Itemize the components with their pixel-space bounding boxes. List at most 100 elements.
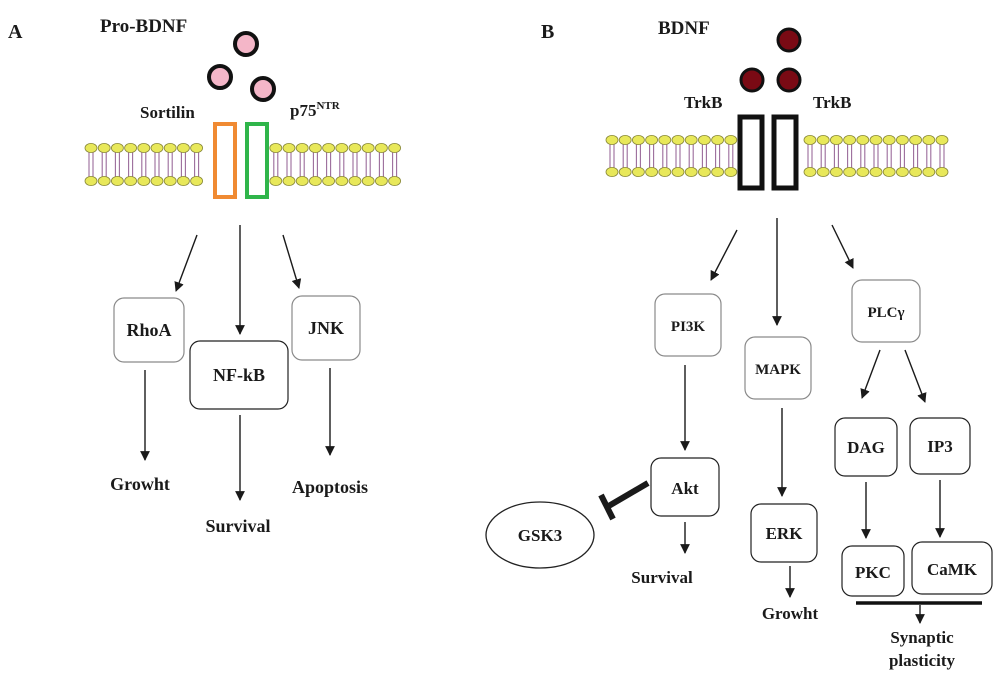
pro-bdnf-label: Pro-BDNF — [100, 16, 187, 37]
pi3k-label: PI3K — [671, 319, 706, 335]
bdnf-ligand — [776, 67, 802, 93]
lipid-head — [909, 166, 922, 177]
lipid-head — [843, 166, 856, 177]
lipid-head — [111, 175, 124, 186]
lipid-head — [176, 142, 190, 153]
plcg-label: PLCγ — [867, 305, 904, 321]
lipid-head — [137, 142, 151, 153]
dag-box — [834, 417, 898, 477]
dag-label: DAG — [847, 438, 885, 457]
lipid-head — [698, 134, 711, 145]
p75-receptor — [245, 122, 269, 199]
arrow-to-dag — [860, 349, 881, 399]
lipid-head — [282, 142, 296, 153]
lipid-head — [190, 142, 204, 153]
lipid-head — [388, 175, 402, 186]
pkc-box — [841, 545, 905, 597]
lipid-head — [322, 142, 336, 153]
nfkb-label: NF-kB — [213, 365, 265, 385]
growth-outcome-a: Growht — [110, 474, 170, 494]
lipid-head — [645, 166, 658, 177]
bdnf-ligands — [739, 27, 802, 93]
synaptic-outcome-line2: plasticity — [889, 651, 956, 670]
inhibition-line — [605, 480, 650, 510]
synaptic-outcome-line1: Synaptic — [890, 628, 954, 647]
bdnf-ligand — [739, 67, 765, 93]
panel-b-label: B — [541, 21, 554, 43]
lipid-head — [176, 175, 190, 186]
gsk3-node — [485, 501, 595, 569]
lipid-head — [658, 134, 672, 145]
lipid-head — [684, 166, 698, 177]
trkb-right-label: TrkB — [813, 93, 851, 112]
sortilin-receptor — [213, 122, 237, 199]
lipid-head — [84, 142, 98, 153]
lipid-head — [869, 134, 883, 145]
lipid-head — [618, 134, 632, 145]
lipid-head — [322, 175, 336, 186]
lipid-head — [671, 166, 685, 177]
lipid-head — [84, 175, 98, 186]
camk-label: CaMK — [927, 560, 978, 579]
akt-box — [650, 457, 720, 517]
mapk-box — [744, 336, 812, 400]
lipid-head — [374, 175, 388, 186]
lipid-head — [724, 166, 738, 177]
lipid-head — [295, 142, 309, 153]
growth-outcome-b: Growht — [762, 604, 819, 623]
pkc-label: PKC — [855, 563, 891, 582]
lipid-head — [830, 166, 843, 177]
lipid-head — [348, 175, 362, 186]
lipid-head — [97, 142, 111, 153]
survival-outcome-a: Survival — [205, 516, 270, 536]
rhoa-label: RhoA — [126, 320, 171, 340]
pro-bdnf-ligand — [250, 76, 276, 102]
lipid-head — [163, 175, 177, 186]
lipid-head — [724, 134, 738, 145]
bdnf-ligand — [776, 27, 802, 53]
lipid-head — [922, 134, 936, 145]
inhibition-bar — [598, 493, 616, 521]
plcg-box — [851, 279, 921, 343]
pro-bdnf-ligand — [233, 31, 259, 57]
lipid-head — [658, 166, 672, 177]
lipid-head — [896, 166, 909, 177]
lipid-head — [150, 142, 164, 153]
lipid-head — [632, 134, 645, 145]
arrow-to-plcg — [831, 224, 854, 269]
pro-bdnf-ligands — [207, 31, 276, 102]
lipid-head — [348, 142, 362, 153]
lipid-head — [269, 142, 283, 153]
lipid-head — [335, 175, 349, 186]
lipid-head — [882, 166, 896, 177]
ip3-box — [909, 417, 971, 475]
lipid-head — [684, 134, 698, 145]
lipid-head — [605, 166, 619, 177]
lipid-head — [843, 134, 856, 145]
lipid-head — [295, 175, 309, 186]
panel-a-label: A — [8, 21, 23, 43]
lipid-head — [137, 175, 151, 186]
lipid-head — [803, 166, 817, 177]
arrow-to-jnk — [282, 234, 302, 289]
bdnf-label: BDNF — [658, 18, 710, 39]
lipid-head — [816, 166, 830, 177]
erk-box — [750, 503, 818, 563]
lipid-head — [618, 166, 632, 177]
lipid-head — [190, 175, 204, 186]
apoptosis-outcome: Apoptosis — [292, 477, 368, 497]
lipid-head — [856, 134, 870, 145]
lipid-head — [374, 142, 388, 153]
lipid-head — [882, 134, 896, 145]
lipid-head — [361, 142, 375, 153]
lipid-head — [830, 134, 843, 145]
lipid-head — [711, 166, 724, 177]
arrow-to-ip3 — [904, 349, 927, 403]
ip3-label: IP3 — [927, 437, 953, 456]
sortilin-label: Sortilin — [140, 103, 195, 122]
lipid-head — [163, 142, 177, 153]
arrow-to-rhoa — [174, 234, 198, 292]
gsk3-label: GSK3 — [518, 526, 562, 545]
